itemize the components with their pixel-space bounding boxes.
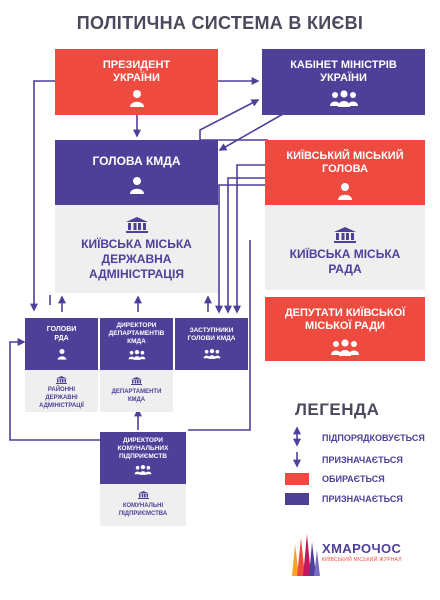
president-title: ПРЕЗИДЕНТ УКРАЇНИ (102, 59, 171, 84)
person-icon (338, 183, 352, 200)
enterprise-directors-title: ДИРЕКТОРИ КОМУНАЛЬНИХ ПІДПРИЄМСТВ (117, 437, 169, 460)
legend-label-elected: ОБИРАЄТЬСЯ (322, 474, 385, 484)
person-icon (129, 177, 144, 194)
institution-icon (137, 491, 149, 499)
deputies-box: ДЕПУТАТИ КИЇВСЬКОЇ МІСЬКОЇ РАДИ (265, 297, 425, 361)
person-icon (57, 349, 66, 360)
institution-icon (56, 376, 67, 384)
council-to-lower-line (224, 177, 265, 314)
kmda-head-box: ГОЛОВА КМДА (55, 140, 218, 205)
skyscraper-logo (292, 534, 320, 576)
cabinet-title: КАБІНЕТ МІНІСТРІВ УКРАЇНИ (290, 59, 397, 84)
institution-icon (125, 217, 148, 233)
dept-directors-title: ДИРЕКТОРИ ДЕПАРТАМЕНТІВ КМДА (108, 322, 165, 345)
institution-icon (131, 377, 142, 385)
group-icon (128, 349, 145, 360)
enterprises-title: КОМУНАЛЬНІ ПІДПРИЄМСТВА (118, 503, 168, 517)
council-box: КИЇВСЬКА МІСЬКА РАДА (265, 205, 425, 290)
brand-tagline: КИЇВСЬКИЙ МІСЬКИЙ ЖУРНАЛ (322, 557, 402, 563)
enterprise-directors-box: ДИРЕКТОРИ КОМУНАЛЬНИХ ПІДПРИЄМСТВ (100, 432, 186, 484)
legend-label-appointed: ПРИЗНАЧАЄТЬСЯ (322, 494, 403, 504)
district-admins-box: РАЙОННІ ДЕРЖАВНІ АДМІНІСТРАЦІЇ (25, 370, 98, 412)
rda-heads-title: ГОЛОВИ РДА (46, 326, 77, 342)
legend-label-subordinate: ПІДПОРЯДКОВУЄТЬСЯ (322, 433, 425, 443)
departments-title: ДЕПАРТАМЕНТИ КМДА (111, 389, 162, 403)
dept-directors-box: ДИРЕКТОРИ ДЕПАРТАМЕНТІВ КМДА (100, 318, 173, 370)
group-icon (331, 339, 359, 356)
group-icon (329, 90, 358, 107)
brand-name: ХМАРОЧОС (322, 541, 402, 556)
mayor-box: КИЇВСЬКИЙ МІСЬКИЙ ГОЛОВА (265, 140, 425, 205)
kmda-box: КИЇВСЬКА МІСЬКА ДЕРЖАВНА АДМІНІСТРАЦІЯ (55, 205, 218, 293)
enterprises-box: КОМУНАЛЬНІ ПІДПРИЄМСТВА (100, 484, 186, 526)
legend-swatch-appointed (285, 493, 309, 505)
mayor-title: КИЇВСЬКИЙ МІСЬКИЙ ГОЛОВА (286, 150, 404, 175)
mayor-to-lower-line (233, 164, 265, 314)
deputy-heads-box: ЗАСТУПНИКИ ГОЛОВИ КМДА (175, 318, 248, 370)
mayor-to-cabinet-arrow (199, 99, 268, 141)
president-to-rda-line (30, 80, 55, 312)
group-icon (203, 348, 220, 359)
kmda-title: КИЇВСЬКА МІСЬКА ДЕРЖАВНА АДМІНІСТРАЦІЯ (81, 237, 192, 281)
rda-heads-box: ГОЛОВИ РДА (25, 318, 98, 370)
legend-label-appointed-arrow: ПРИЗНАЧАЄТЬСЯ (322, 455, 403, 465)
legend-swatch-elected (285, 473, 309, 485)
cabinet-to-kmda-head-arrow (218, 113, 284, 151)
legend-title: ЛЕГЕНДА (295, 400, 380, 419)
group-icon (134, 464, 152, 475)
enterprise-to-rda-line (9, 338, 100, 441)
president-box: ПРЕЗИДЕНТ УКРАЇНИ (55, 49, 218, 115)
council-title: КИЇВСЬКА МІСЬКА РАДА (289, 247, 401, 276)
person-icon (129, 90, 144, 107)
institution-icon (334, 227, 356, 243)
cabinet-box: КАБІНЕТ МІНІСТРІВ УКРАЇНИ (262, 49, 425, 115)
departments-box: ДЕПАРТАМЕНТИ КМДА (100, 370, 173, 412)
district-admins-title: РАЙОННІ ДЕРЖАВНІ АДМІНІСТРАЦІЇ (39, 387, 84, 409)
kmda-to-enterprise-line (188, 240, 251, 431)
kmda-head-title: ГОЛОВА КМДА (92, 154, 181, 168)
page-title: ПОЛІТИЧНА СИСТЕМА В КИЄВІ (76, 13, 364, 33)
deputies-title: ДЕПУТАТИ КИЇВСЬКОЇ МІСЬКОЇ РАДИ (284, 307, 406, 332)
council-to-deputies-line (215, 184, 265, 314)
deputy-heads-title: ЗАСТУПНИКИ ГОЛОВИ КМДА (187, 327, 236, 342)
